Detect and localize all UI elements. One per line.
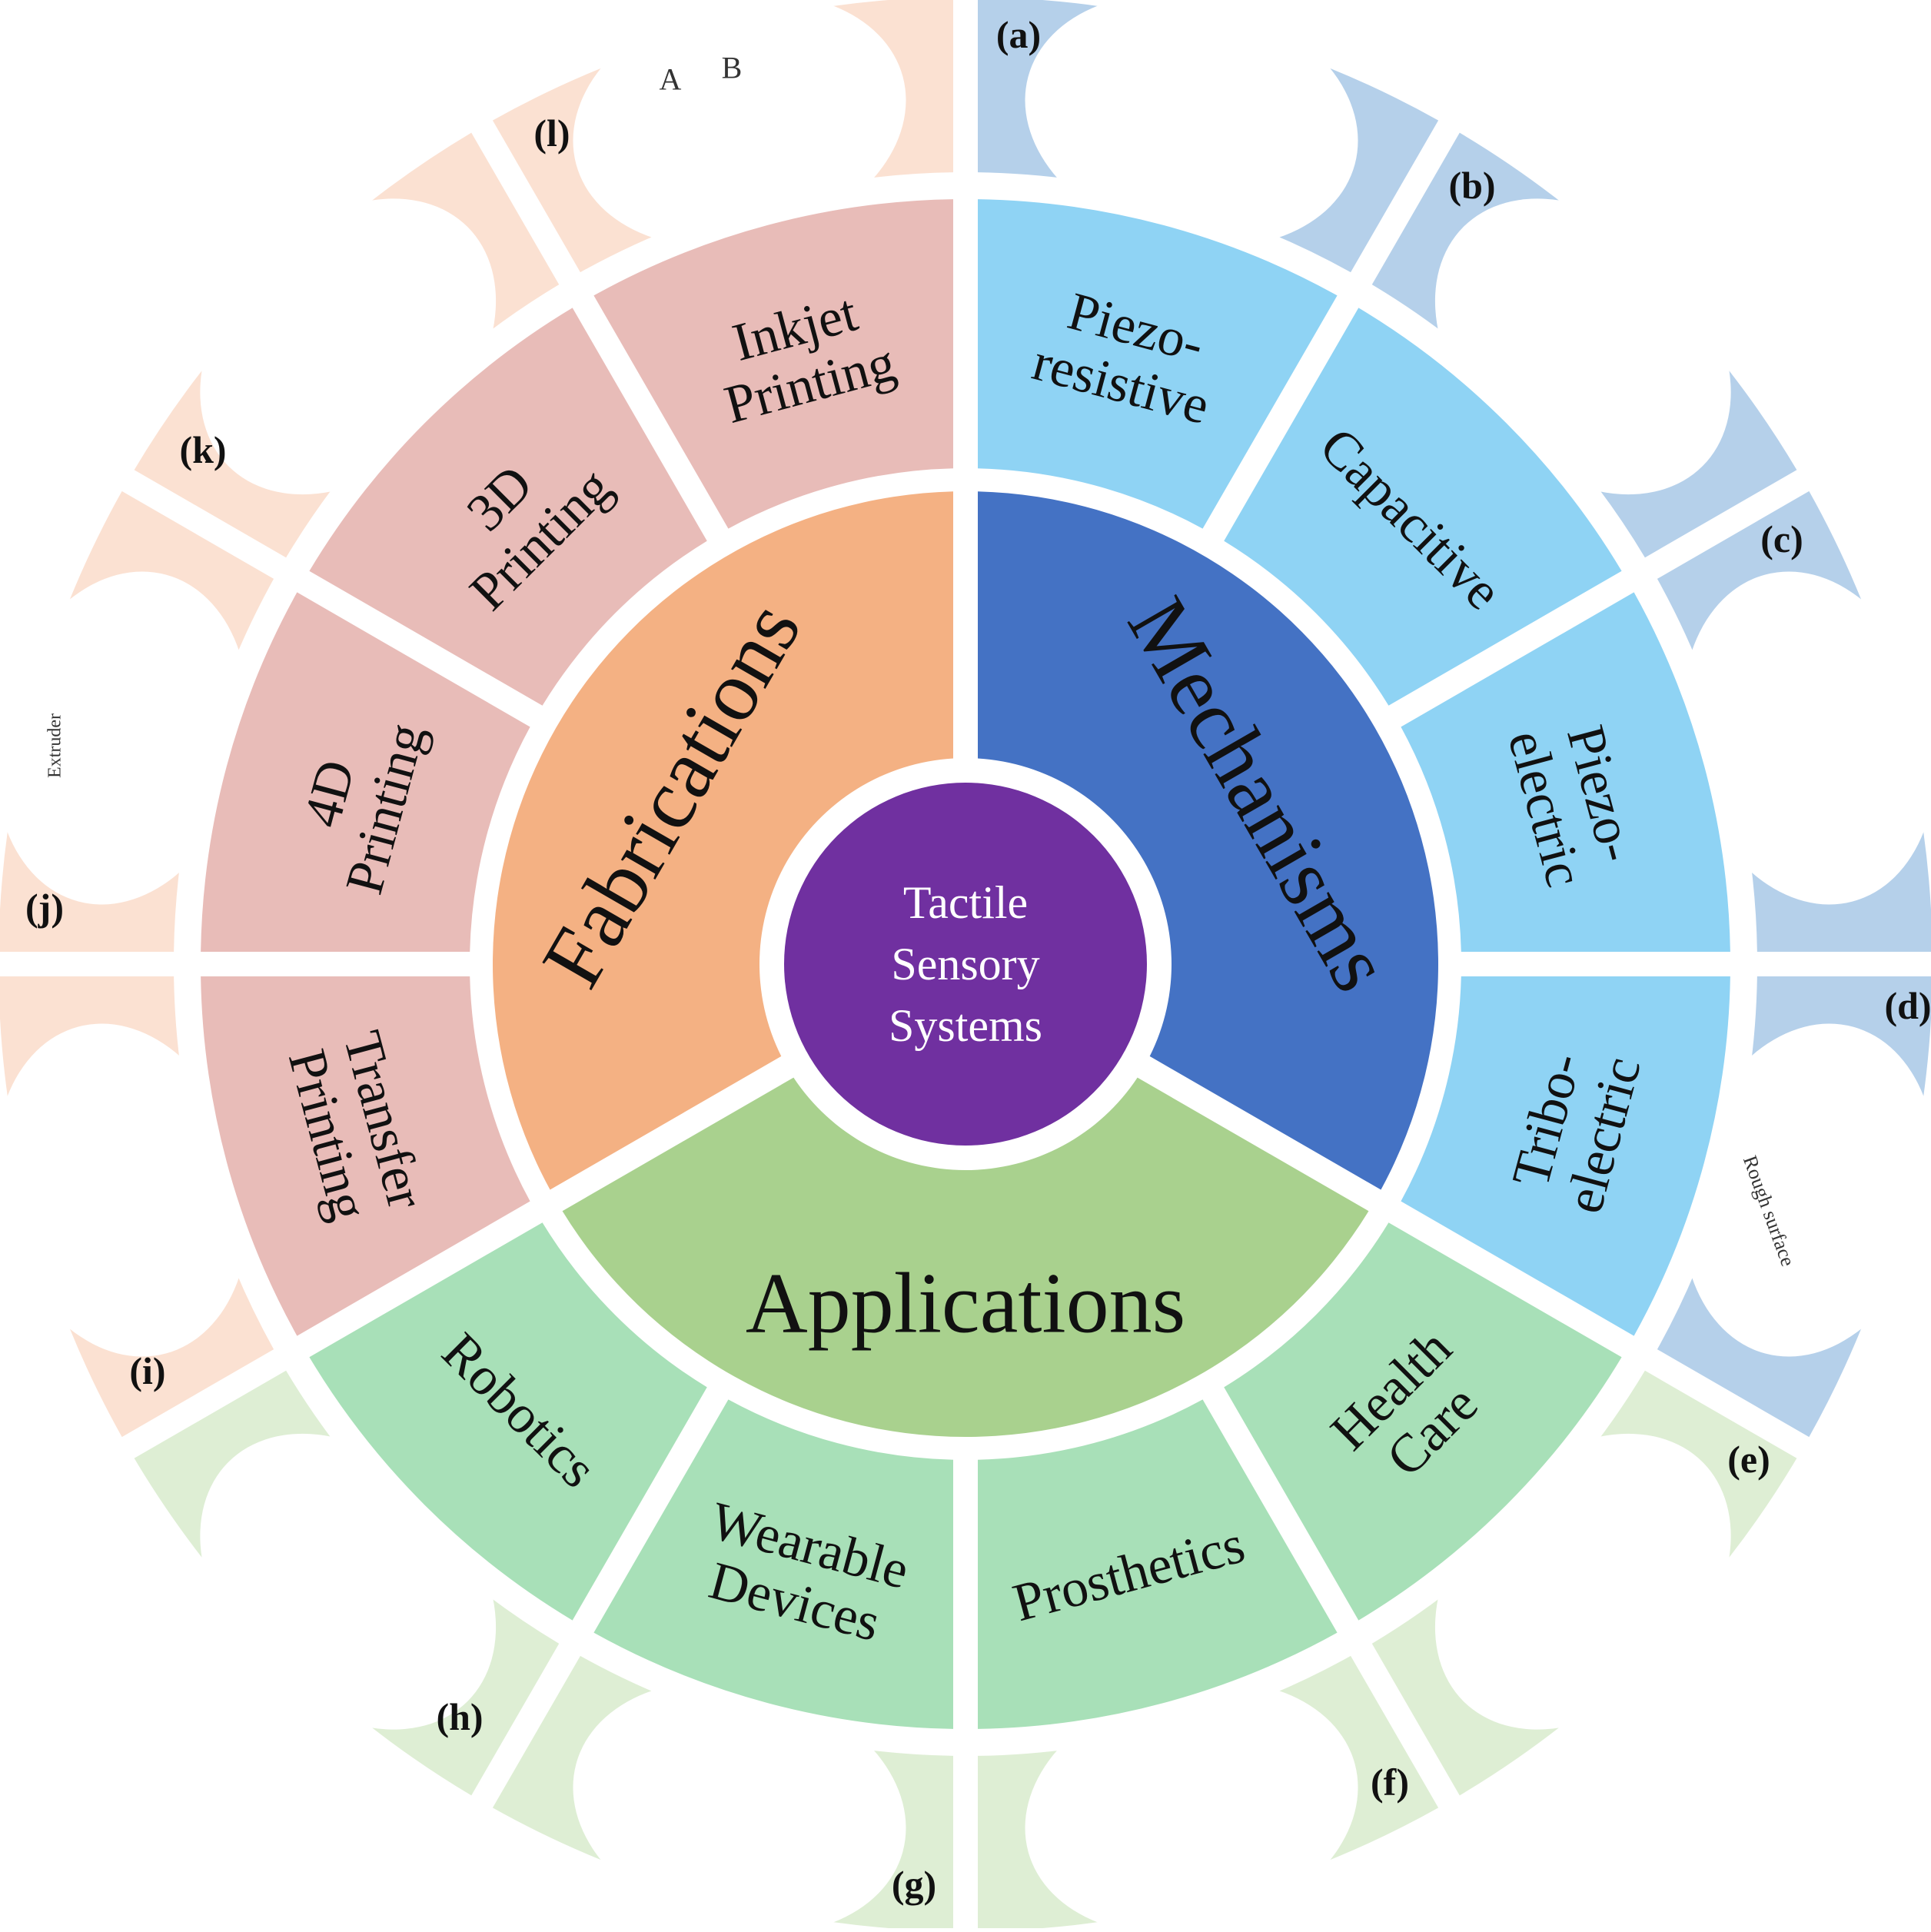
subcategory-tile: [201, 976, 530, 1336]
outer-panel-b: [1371, 132, 1797, 558]
panel-label-j: (j): [25, 886, 64, 929]
subcategory-piezoresistive: [978, 199, 1338, 529]
center-circle: [784, 783, 1147, 1146]
outer-panel-c: [1657, 490, 1931, 952]
panel-label-b: (b): [1448, 164, 1495, 207]
panel-label-i: (i): [129, 1349, 165, 1392]
subcategory-tile: [978, 1399, 1338, 1729]
panel-label-l: (l): [533, 111, 570, 155]
category-tile: [978, 491, 1439, 1190]
extruder-caption: Extruder: [45, 713, 65, 778]
subcategory-4dprinting: [201, 592, 530, 952]
outer-panel-k: [134, 132, 560, 558]
piezoelectric-sensor-illustration: [1682, 571, 1931, 905]
subcategory-healthcare: [1224, 1222, 1622, 1621]
subcategory-piezoelectric: [1401, 592, 1730, 952]
panel-label-e: (e): [1727, 1438, 1770, 1481]
subcategory-tile: [593, 199, 953, 529]
inkjet-printing-nozzles-illustration: [573, 0, 906, 248]
nozzle-b-letter: B: [722, 51, 743, 85]
subcategory-tile: [309, 308, 707, 706]
subcategory-capacitive: [1224, 308, 1622, 706]
outer-panel-g: [492, 1655, 953, 1932]
subcategory-tile: [1401, 976, 1730, 1336]
subcategory-transferprinting: [201, 976, 530, 1336]
flexible-piezoresistive-sensor-illustration: [1025, 0, 1358, 248]
subcategory-robotics: [309, 1222, 707, 1621]
transfer-printing-illustration: [0, 1023, 249, 1357]
robotic-hand-illustration: [200, 1433, 497, 1730]
subcategory-triboelectric: [1401, 976, 1730, 1336]
nozzle-a-letter: A: [660, 62, 682, 97]
category-tile: [562, 1077, 1369, 1437]
outer-panel-l: [492, 0, 953, 273]
panel-label-d: (d): [1884, 984, 1931, 1027]
outer-panel-e: [1371, 1370, 1797, 1796]
center-title-line: Sensory: [891, 939, 1039, 989]
subcategory-tile: [201, 592, 530, 952]
4d-printing-extruder-illustration: [0, 571, 249, 905]
subcategory-tile: [1224, 308, 1622, 706]
outer-panel-j: [0, 490, 274, 952]
prosthetic-arm-illustration: [1025, 1681, 1358, 1932]
subcategory-tile: [1224, 1222, 1622, 1621]
subcategory-tile: [309, 1222, 707, 1621]
subcategory-3dprinting: [309, 308, 707, 706]
3d-printing-illustration: [200, 198, 497, 495]
subcategory-ring: [201, 199, 1730, 1729]
category-fabrications: Fabrications: [492, 491, 953, 1190]
category-tile: [492, 491, 953, 1190]
subcategory-prosthetics: [978, 1399, 1338, 1729]
subcategory-inkjetprinting: [593, 199, 953, 529]
triboelectric-rough-surface-illustration: [1682, 1023, 1931, 1357]
panel-label-f: (f): [1371, 1761, 1409, 1804]
panel-label-h: (h): [436, 1695, 483, 1738]
center-title-line: Systems: [889, 1000, 1042, 1051]
panel-label-a: (a): [996, 13, 1041, 56]
subcategory-tile: [593, 1399, 953, 1729]
panel-labels: (a) (b) (c) (d) (e) (f) (g) (h) (i) (j) (k) (l): [25, 13, 1931, 1906]
health-care-blood-vessel-illustration: [1434, 1433, 1731, 1730]
outer-panel-d: [1657, 976, 1931, 1438]
subcategory-wearabledevices: [593, 1399, 953, 1729]
outer-panel-i: [0, 976, 274, 1438]
category-applications: Applications: [562, 1077, 1369, 1437]
category-label: Applications: [746, 1256, 1185, 1352]
subcategory-tile: [978, 199, 1338, 529]
wearable-devices-illustration: [573, 1681, 906, 1932]
outer-panel-h: [134, 1370, 560, 1796]
outer-panel-f: [978, 1655, 1439, 1932]
panel-label-c: (c): [1760, 517, 1803, 560]
panel-label-k: (k): [179, 428, 226, 471]
capacitive-sensor-array-illustration: [1434, 198, 1731, 495]
outer-panel-a: [978, 0, 1439, 273]
panel-label-g: (g): [892, 1863, 936, 1906]
center-title-line: Tactile: [903, 877, 1028, 928]
subcategory-tile: [1401, 592, 1730, 952]
